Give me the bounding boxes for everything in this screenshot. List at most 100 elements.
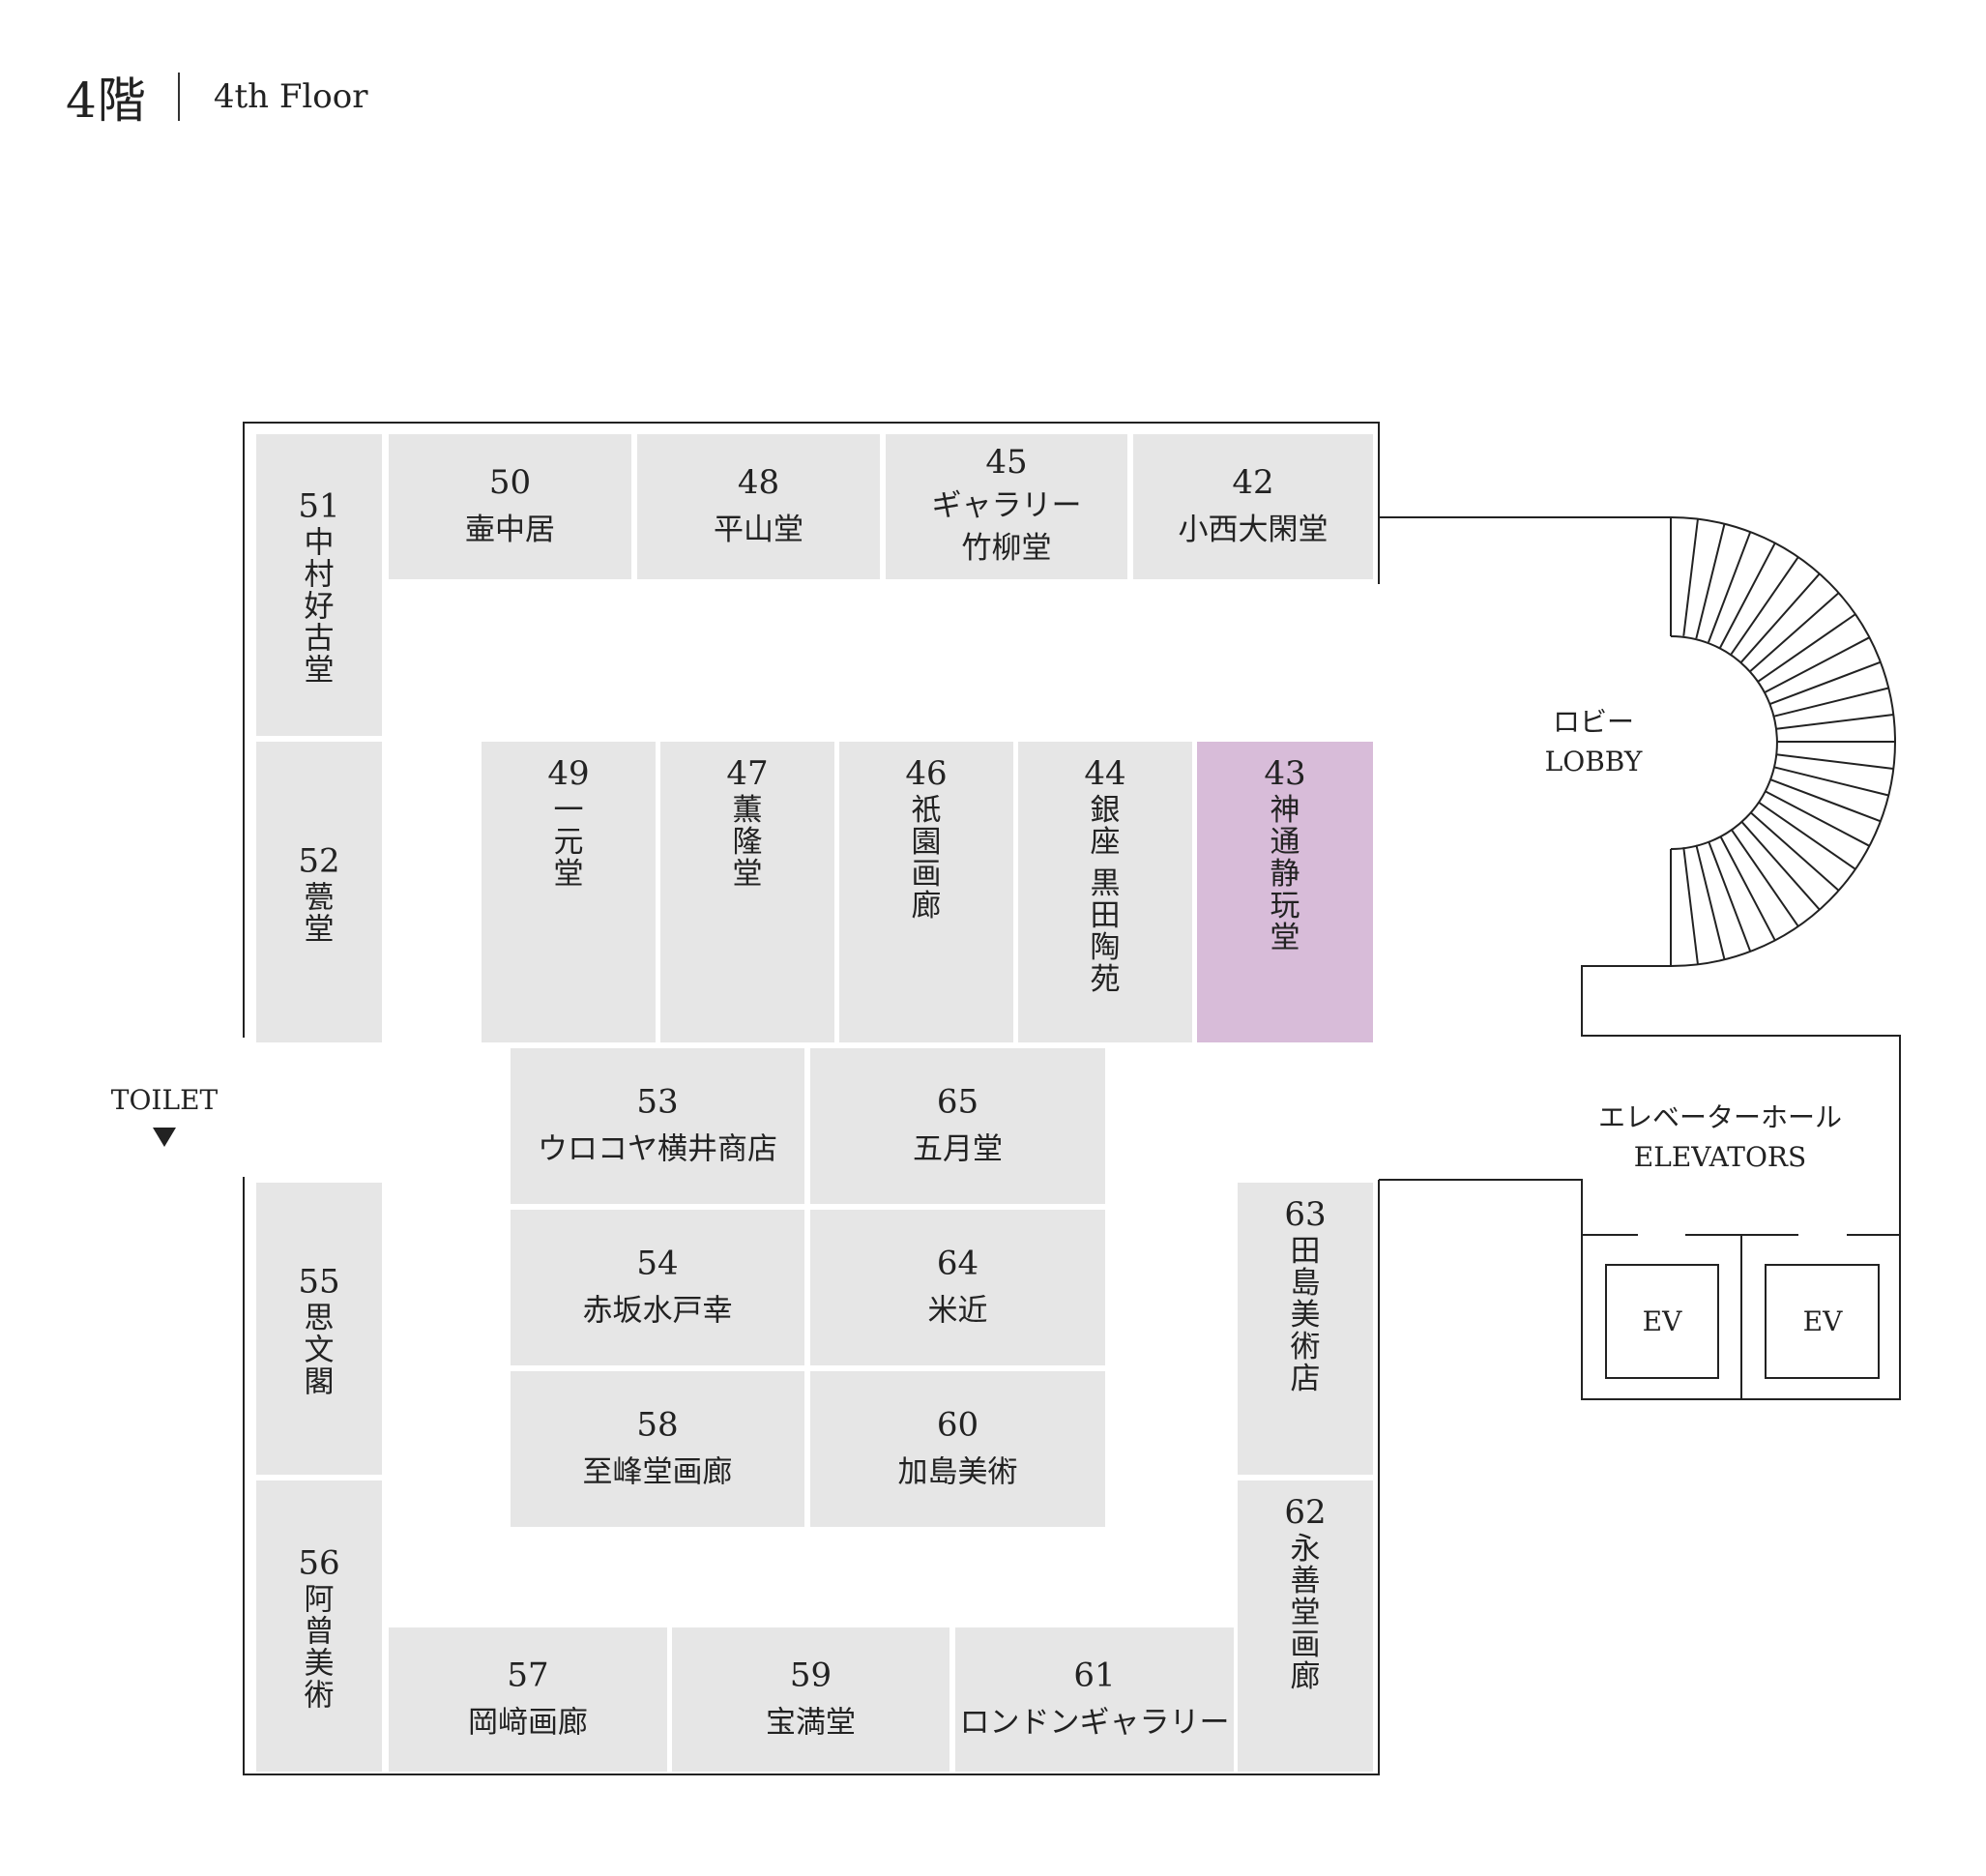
booth-name: 平山堂 [714,513,803,547]
booth-number: 55 [298,1263,339,1302]
booth-number: 54 [636,1245,678,1283]
booth-name: 赤坂水戸幸 [583,1294,733,1329]
booth-number: 56 [298,1544,339,1583]
stair-step [1708,840,1752,953]
stair-step [1769,778,1882,823]
stair-step [1682,518,1699,636]
booth-area [482,742,656,1042]
booth-name: 思文閣 [305,1302,335,1400]
stair-step [1769,660,1882,705]
booth-area [511,1210,804,1365]
elevators-label-jp: エレベーターホール [1598,1101,1842,1133]
booth-number: 62 [1284,1493,1326,1532]
booth-area [389,434,631,579]
booth-name: 米近 [928,1294,988,1329]
booth-number: 43 [1264,754,1305,793]
stair-step [1773,687,1889,718]
booth-area [637,434,880,579]
arrow-down-icon [153,1128,176,1147]
booth-name: ロンドンギャラリー [960,1706,1230,1741]
booth-number: 57 [507,1656,548,1695]
stair-step [1719,835,1776,941]
booth-area [660,742,834,1042]
outer-wall [243,422,1380,1775]
booth-53[interactable]: 53 ウロコヤ横井商店 [511,1048,804,1204]
booth-area [511,1048,804,1204]
elevators-label-en: ELEVATORS [1634,1141,1806,1173]
booth-name: 小西大閑堂 [1179,513,1329,547]
booth-number: 48 [738,463,779,502]
booth-area [256,742,382,1042]
stair-step [1749,592,1840,672]
booth-name: 至峰堂画廊 [583,1455,733,1490]
booth-54[interactable]: 54 赤坂水戸幸 [511,1210,804,1365]
booth-name: 岡﨑画廊 [468,1706,588,1741]
booth-area [256,1480,382,1772]
booth-area [1238,1183,1373,1475]
elevator-hall: EV EV [1582,1234,1900,1399]
booth-area [1238,1480,1373,1772]
lobby-label-jp: ロビー [1553,706,1634,738]
booth-number: 50 [489,463,531,502]
booth-name: 薫隆堂 [733,793,763,892]
stair-step [1695,844,1726,960]
booth-area [256,1183,382,1475]
toilet-label: TOILET [111,1084,219,1116]
stair-step [1764,790,1870,847]
booth-number: 49 [547,754,589,793]
booth-42[interactable]: 42 小西大閑堂 [1133,434,1373,579]
booth-number: 63 [1284,1195,1326,1234]
booth-number: 64 [937,1245,978,1283]
booth-name: 一元堂 [554,793,584,892]
booth-name: 竹柳堂 [962,531,1052,566]
spiral-staircase-icon [1379,516,1896,967]
lobby-label-en: LOBBY [1545,746,1643,777]
booth-64[interactable]: 64 米近 [810,1210,1105,1365]
booth-48[interactable]: 48 平山堂 [637,434,880,579]
booth-number: 52 [298,842,339,881]
elevator-car-icon [1765,1264,1880,1379]
booth-number: 58 [636,1406,678,1445]
stair-step [1757,801,1856,870]
stair-step [1749,811,1840,892]
stair-step [1695,523,1726,639]
booth-50[interactable]: 50 壷中居 [389,434,631,579]
stair-step [1740,572,1821,663]
stair-step [1740,820,1821,911]
booth-name: 阿曾美術 [305,1583,335,1714]
booth-number: 53 [636,1083,678,1122]
booth-area [672,1627,949,1772]
stair-step [1764,636,1870,693]
booth-number: 47 [726,754,768,793]
booth-name: 永善堂画廊 [1291,1532,1321,1694]
booth-name: ウロコヤ横井商店 [538,1132,777,1167]
booth-name: 甍堂 [305,881,335,948]
booth-58[interactable]: 58 至峰堂画廊 [511,1371,804,1527]
booth-57[interactable]: 57 岡﨑画廊 [389,1627,667,1772]
booth-area [955,1627,1234,1772]
stair-step [1730,556,1799,656]
booth-name: 壷中居 [465,513,555,547]
booth-area [511,1371,804,1527]
booth-number: 65 [937,1083,978,1122]
booth-number: 42 [1232,463,1273,502]
floor-title-jp: 4階 [66,73,147,129]
elevator-label: EV [1643,1305,1682,1337]
